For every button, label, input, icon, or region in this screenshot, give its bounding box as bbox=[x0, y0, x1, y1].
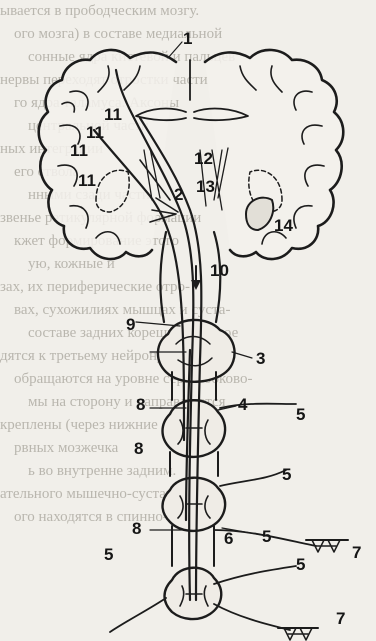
label-11-d: 11 bbox=[78, 172, 96, 189]
label-2: 2 bbox=[174, 186, 183, 203]
label-10: 10 bbox=[210, 262, 229, 279]
medulla-section bbox=[158, 320, 235, 382]
spinal-cord-section-middle bbox=[163, 478, 226, 531]
spinal-cord-section-upper bbox=[163, 400, 226, 457]
skin-receptor-lower bbox=[278, 628, 318, 640]
label-11-a: 11 bbox=[104, 106, 122, 123]
label-5-c: 5 bbox=[262, 528, 271, 545]
label-11-c: 11 bbox=[70, 142, 88, 159]
label-8-a: 8 bbox=[136, 396, 145, 413]
label-1: 1 bbox=[183, 30, 192, 47]
label-5-b: 5 bbox=[282, 466, 291, 483]
label-5-e: 5 bbox=[296, 556, 305, 573]
label-8-c: 8 bbox=[132, 520, 141, 537]
label-6: 6 bbox=[224, 530, 233, 547]
label-7-b: 7 bbox=[336, 610, 345, 627]
label-9: 9 bbox=[126, 316, 135, 333]
label-7-a: 7 bbox=[352, 544, 361, 561]
label-5-a: 5 bbox=[296, 406, 305, 423]
label-4: 4 bbox=[238, 396, 247, 413]
label-8-b: 8 bbox=[134, 440, 143, 457]
label-3: 3 bbox=[256, 350, 265, 367]
label-11-b: 11 bbox=[86, 124, 104, 141]
label-5-d: 5 bbox=[104, 546, 113, 563]
spinal-cord-section-lower bbox=[165, 568, 222, 619]
label-12: 12 bbox=[194, 150, 213, 167]
label-14: 14 bbox=[274, 217, 293, 234]
label-13: 13 bbox=[196, 178, 215, 195]
